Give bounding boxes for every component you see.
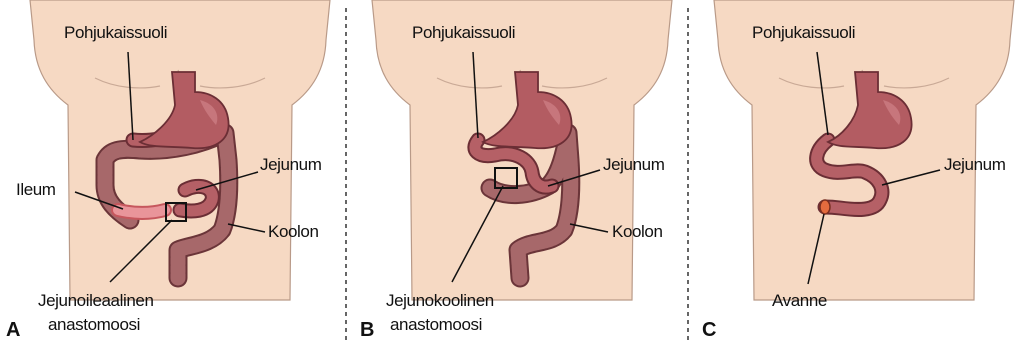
stoma-c <box>820 200 830 214</box>
panel-letter-c: C <box>702 319 716 341</box>
panel-b: Pohjukaissuoli Jejunum Koolon Jejunokool… <box>360 0 672 341</box>
label-jejunum-a: Jejunum <box>260 155 322 174</box>
label-avanne-c: Avanne <box>772 291 827 310</box>
label-pohjukaissuoli-b: Pohjukaissuoli <box>412 23 515 42</box>
panel-letter-b: B <box>360 319 374 341</box>
panel-a: Pohjukaissuoli Jejunum Ileum Koolon Jeju… <box>6 0 330 341</box>
label-koolon-b: Koolon <box>612 222 663 241</box>
panel-letter-a: A <box>6 319 20 341</box>
label-anastomosis-b-line1: Jejunokoolinen <box>386 291 494 310</box>
label-jejunum-b: Jejunum <box>603 155 665 174</box>
label-anastomosis-a-line1: Jejunoileaalinen <box>38 291 154 310</box>
label-anastomosis-b-line2: anastomoosi <box>390 315 482 334</box>
label-pohjukaissuoli-a: Pohjukaissuoli <box>64 23 167 42</box>
label-pohjukaissuoli-c: Pohjukaissuoli <box>752 23 855 42</box>
torso-c <box>714 0 1014 300</box>
label-ileum-a: Ileum <box>16 180 56 199</box>
label-koolon-a: Koolon <box>268 222 319 241</box>
ileum-a <box>118 210 165 213</box>
panel-c: Pohjukaissuoli Jejunum Avanne C <box>702 0 1014 341</box>
label-jejunum-c: Jejunum <box>944 155 1006 174</box>
label-anastomosis-a-line2: anastomoosi <box>48 315 140 334</box>
